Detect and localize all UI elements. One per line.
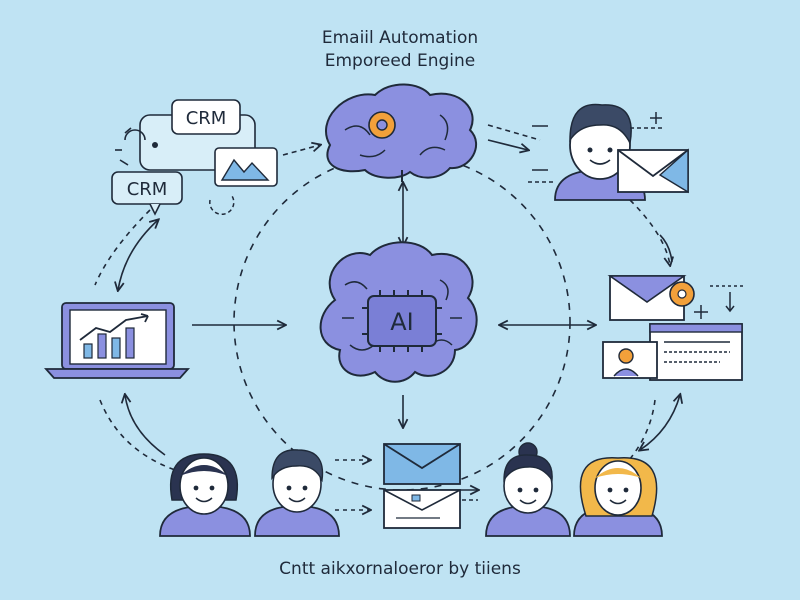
arrow-solid-right-top: [659, 234, 673, 263]
crm-top-label: CRM: [186, 108, 227, 129]
envelope-icon-blue: [383, 443, 461, 485]
crm-top-badge: [171, 99, 241, 135]
laptop-analytics-icon: [43, 302, 191, 379]
arrow-laptop-to-users: [99, 399, 176, 471]
user-avatar-bottom-1: [159, 453, 251, 537]
ai-chip: [367, 295, 437, 347]
ai-brain-icon: AI: [319, 241, 478, 383]
arrow-crm-laptop-solid: [118, 220, 158, 290]
arrow-crm-to-brain: [282, 145, 320, 156]
arrow-brain-to-user-solid: [487, 139, 528, 150]
crm-cluster: CRM CRM: [111, 99, 278, 216]
email-envelopes: [383, 443, 461, 529]
email-settings-icon: [607, 275, 745, 321]
brain-gear-icon: [325, 83, 477, 182]
crm-bottom-badge: [111, 171, 183, 205]
diagram-caption: Cntt aikxornaloeror by tiiens: [279, 559, 521, 579]
arrow-brain-to-user: [487, 124, 541, 141]
diagram-title-line-2: Emporeed Engine: [324, 51, 476, 71]
arrow-user-to-email: [629, 199, 670, 265]
sync-icon: [209, 195, 235, 216]
crm-bottom-label: CRM: [127, 179, 168, 200]
diagram-title-line-1: Emaiil Automation: [321, 28, 479, 48]
user-avatar-top-right: [528, 103, 689, 201]
profile-panel-icon: [602, 323, 743, 381]
user-avatar-bottom-2: [254, 449, 340, 537]
ai-label: AI: [390, 308, 414, 336]
user-avatar-bottom-4: [573, 457, 663, 537]
user-avatar-bottom-3: [485, 442, 571, 537]
arrow-right-bottom-solid: [640, 395, 680, 450]
arrow-users-to-laptop-solid: [125, 395, 166, 456]
